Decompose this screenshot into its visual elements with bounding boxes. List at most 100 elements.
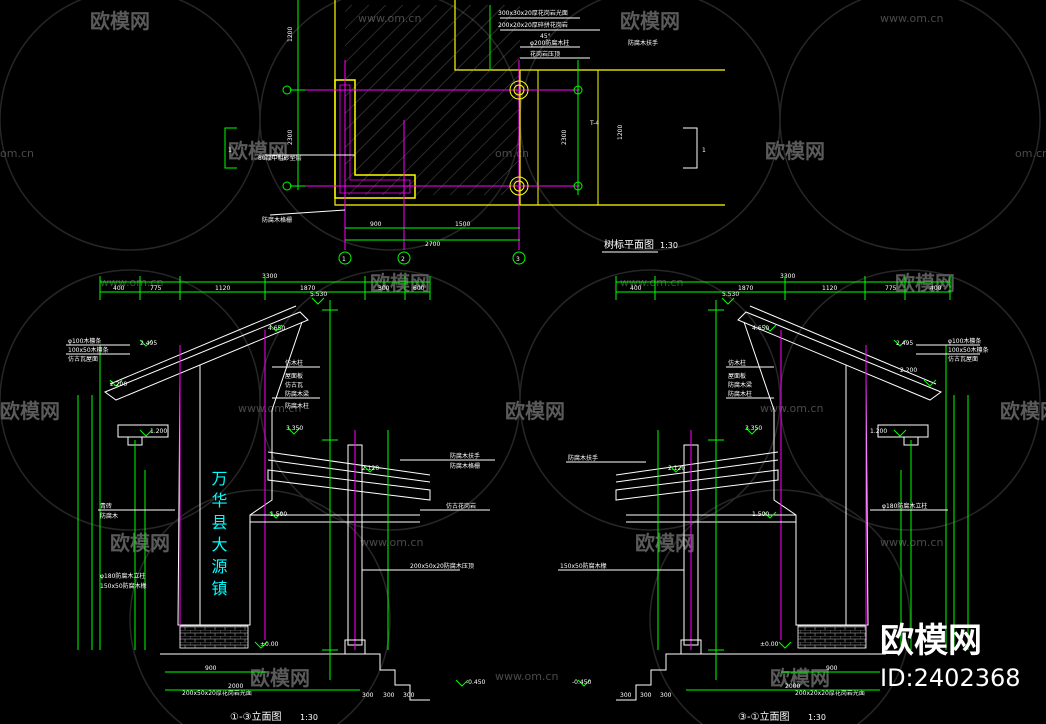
svg-text:100x50木檩条: 100x50木檩条 <box>948 346 989 354</box>
svg-text:150x50防腐木椽: 150x50防腐木椽 <box>560 562 607 570</box>
svg-text:150x50防腐木椽: 150x50防腐木椽 <box>100 582 147 590</box>
plan-axis-3: 3 <box>516 256 520 263</box>
svg-text:防腐木: 防腐木 <box>100 512 118 520</box>
watermark-url: om.cn <box>1015 147 1046 160</box>
plan-title: 树标平面图 <box>604 238 654 251</box>
elev-left-top-dim: 1120 <box>215 285 230 292</box>
plan-note: 80厚中粗砂垫层 <box>258 154 302 162</box>
elev-left-notes: φ100木檩条 100x50木檩条 仿古瓦屋面 仿木柱 屋面板 仿古瓦 防腐木梁… <box>66 337 495 697</box>
watermark-brand: 欧模网 <box>90 9 150 33</box>
svg-text:防腐木格栅: 防腐木格栅 <box>450 462 480 470</box>
elev-right-top-total: 3300 <box>780 273 795 280</box>
elevation-right: 3300 400 1870 1120 775 400 <box>558 273 989 723</box>
svg-text:仿古瓦屋面: 仿古瓦屋面 <box>68 355 98 363</box>
elev-left-top-dim: 300 <box>378 285 390 292</box>
elev-left-top-dim: 775 <box>150 285 162 292</box>
elev-left-top-total: 3300 <box>262 273 277 280</box>
watermarks: 欧模网 www.om.cn 欧模网 www.om.cn om.cn 欧模网 om… <box>0 9 1046 690</box>
watermark-brand: 欧模网 <box>765 139 825 163</box>
watermark-brand: 欧模网 <box>635 531 695 555</box>
elev-right-top-dim: 1870 <box>738 285 753 292</box>
svg-text:防腐木扶手: 防腐木扶手 <box>450 452 480 460</box>
watermark-url: www.om.cn <box>238 402 301 415</box>
plan-note: 200x20x20厚碎拼花岗岩 <box>498 21 568 29</box>
svg-text:防腐木柱: 防腐木柱 <box>728 390 752 398</box>
level-mark: 5.530 <box>722 291 739 298</box>
level-mark: 2.120 <box>668 465 685 472</box>
level-mark: 4.650 <box>268 325 285 332</box>
plan-scale: 1:30 <box>660 241 678 250</box>
plan-view: 1200 2300 2300 T-4 1200 900 1500 2700 1 … <box>224 0 725 265</box>
elev-left-bottom-dim: 900 <box>205 665 217 672</box>
svg-text:防腐木扶手: 防腐木扶手 <box>568 454 598 462</box>
svg-text:防腐木梁: 防腐木梁 <box>728 381 752 389</box>
plan-dim-left-mid: 2300 <box>287 130 294 145</box>
elev-right-top-dim: 400 <box>630 285 642 292</box>
svg-text:青砖: 青砖 <box>100 502 112 510</box>
svg-text:仿古花岗岩: 仿古花岗岩 <box>446 502 476 510</box>
svg-text:防腐木梁: 防腐木梁 <box>285 390 309 398</box>
svg-text:仿木柱: 仿木柱 <box>285 359 303 367</box>
elev-left-top-dim: 600 <box>413 285 425 292</box>
plan-dim-right-mid2: 1200 <box>617 125 624 140</box>
elev-right-bottom-dim: 300 <box>620 692 632 699</box>
svg-text:200x50x20防腐木压顶: 200x50x20防腐木压顶 <box>410 562 474 570</box>
elev-right-notes: φ100木檩条 100x50木檩条 仿古瓦屋面 仿木柱 屋面板 防腐木梁 防腐木… <box>558 337 989 697</box>
plan-note: 花岗岩压顶 <box>530 50 560 58</box>
level-mark: 3.350 <box>286 425 303 432</box>
elev-right-top-dim: 1120 <box>822 285 837 292</box>
level-mark: 2.120 <box>362 465 379 472</box>
plan-dim-right-small: T-4 <box>589 120 599 127</box>
elev-left-bottom-dim: 2000 <box>228 683 243 690</box>
level-mark: 2.200 <box>900 367 917 374</box>
plan-dim-left-top: 1200 <box>287 27 294 42</box>
plan-note: 300x30x20厚花岗岩光面 <box>498 9 568 17</box>
watermark-brand: 欧模网 <box>770 666 830 690</box>
svg-text:防腐木柱: 防腐木柱 <box>285 402 309 410</box>
elevation-left: 3300 400 775 1120 1870 300 600 万华县大源镇 <box>66 273 495 723</box>
elev-left-bottom-dim: 300 <box>403 692 415 699</box>
elev-left-top-dim: 1870 <box>300 285 315 292</box>
watermark-brand: 欧模网 <box>370 271 430 295</box>
svg-text:仿古瓦: 仿古瓦 <box>285 381 303 389</box>
watermark-url: om.cn <box>0 147 34 160</box>
plan-dim-bottom-right: 1500 <box>455 221 470 228</box>
watermark-brand: 欧模网 <box>250 666 310 690</box>
svg-text:屋面板: 屋面板 <box>285 372 303 380</box>
svg-text:φ100木檩条: φ100木檩条 <box>68 337 101 345</box>
level-mark: 5.530 <box>310 291 327 298</box>
svg-text:屋面板: 屋面板 <box>728 372 746 380</box>
level-mark: 1.200 <box>870 428 887 435</box>
watermark-url: www.om.cn <box>880 12 943 25</box>
elev-right-top-dim: 400 <box>930 285 942 292</box>
level-mark: 2.495 <box>140 340 157 347</box>
elev-right-top-dim: 775 <box>885 285 897 292</box>
plan-note: 防腐木格栅 <box>262 216 292 224</box>
watermark-brand: 欧模网 <box>620 9 680 33</box>
elev-left-levels: 5.530 4.650 2.495 2.200 3.350 2.120 1.50… <box>109 291 486 687</box>
corner-brand: 欧模网 ID:2402368 <box>880 621 1021 692</box>
svg-text:200x50x20厚花岗岩光面: 200x50x20厚花岗岩光面 <box>182 689 252 697</box>
level-mark: 1.500 <box>270 511 287 518</box>
plan-dim-bottom-total: 2700 <box>425 241 440 248</box>
plan-note: φ200防腐木柱 <box>530 39 569 47</box>
elev-left-scale: 1:30 <box>300 713 318 722</box>
watermark-brand: 欧模网 <box>228 139 288 163</box>
level-mark: 4.650 <box>752 325 769 332</box>
level-mark: ±0.00 <box>260 641 279 648</box>
level-mark: 3.350 <box>745 425 762 432</box>
watermark-url: www.om.cn <box>360 536 423 549</box>
elev-right-bottom-dim: 300 <box>660 692 672 699</box>
svg-text:仿古瓦屋面: 仿古瓦屋面 <box>948 355 978 363</box>
plan-axis-1: 1 <box>342 256 346 263</box>
level-mark: 1.500 <box>752 511 769 518</box>
plan-section-mark-left: 1 <box>228 147 232 154</box>
elev-right-levels: 5.530 4.650 2.495 2.200 3.350 2.120 1.50… <box>572 291 937 687</box>
svg-text:100x50木檩条: 100x50木檩条 <box>68 346 109 354</box>
watermark-brand: 欧模网 <box>505 399 565 423</box>
plan-note: 45° <box>540 33 551 40</box>
level-mark: -0.450 <box>572 679 592 686</box>
elev-left-vertical-text: 万华县大源镇 <box>209 470 228 602</box>
watermark-brand: 欧模网 <box>1000 399 1046 423</box>
